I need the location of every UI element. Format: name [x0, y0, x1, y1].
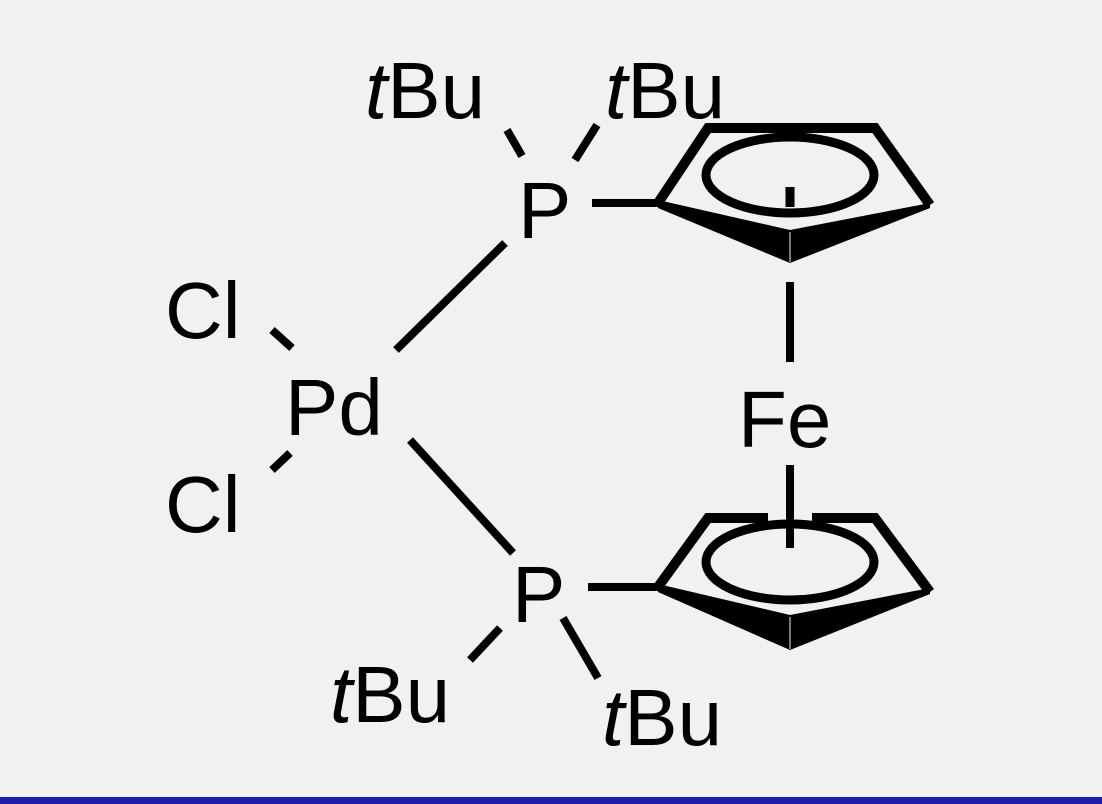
bond-pd-p-top	[393, 240, 508, 353]
bond-p-tbu-bottom-left	[467, 625, 503, 663]
cyclopentadienyl-ring-bottom	[653, 513, 935, 650]
bottom-accent-bar	[0, 797, 1102, 804]
cyclopentadienyl-ring-top	[653, 123, 935, 263]
bond-p-tbu-top-left	[503, 128, 526, 158]
label-tbu-top-left: tBu	[365, 46, 485, 135]
label-chlorine-bottom: Cl	[165, 460, 241, 549]
label-tbu-top-right: tBu	[605, 46, 725, 135]
label-tbu-bottom-left: tBu	[330, 650, 450, 739]
bond-pd-p-bottom	[407, 437, 516, 556]
label-phosphorus-top: P	[518, 166, 571, 255]
label-tbu-bottom-right: tBu	[602, 673, 722, 762]
label-palladium: Pd	[285, 363, 383, 452]
bond-pd-cl-top	[269, 327, 295, 351]
bond-p-tbu-top-right	[571, 122, 601, 163]
bond-p-tbu-bottom-right	[559, 615, 602, 681]
label-iron: Fe	[738, 375, 831, 464]
bond-pd-cl-bottom	[269, 450, 293, 473]
label-phosphorus-bottom: P	[512, 550, 565, 639]
label-chlorine-top: Cl	[165, 266, 241, 355]
